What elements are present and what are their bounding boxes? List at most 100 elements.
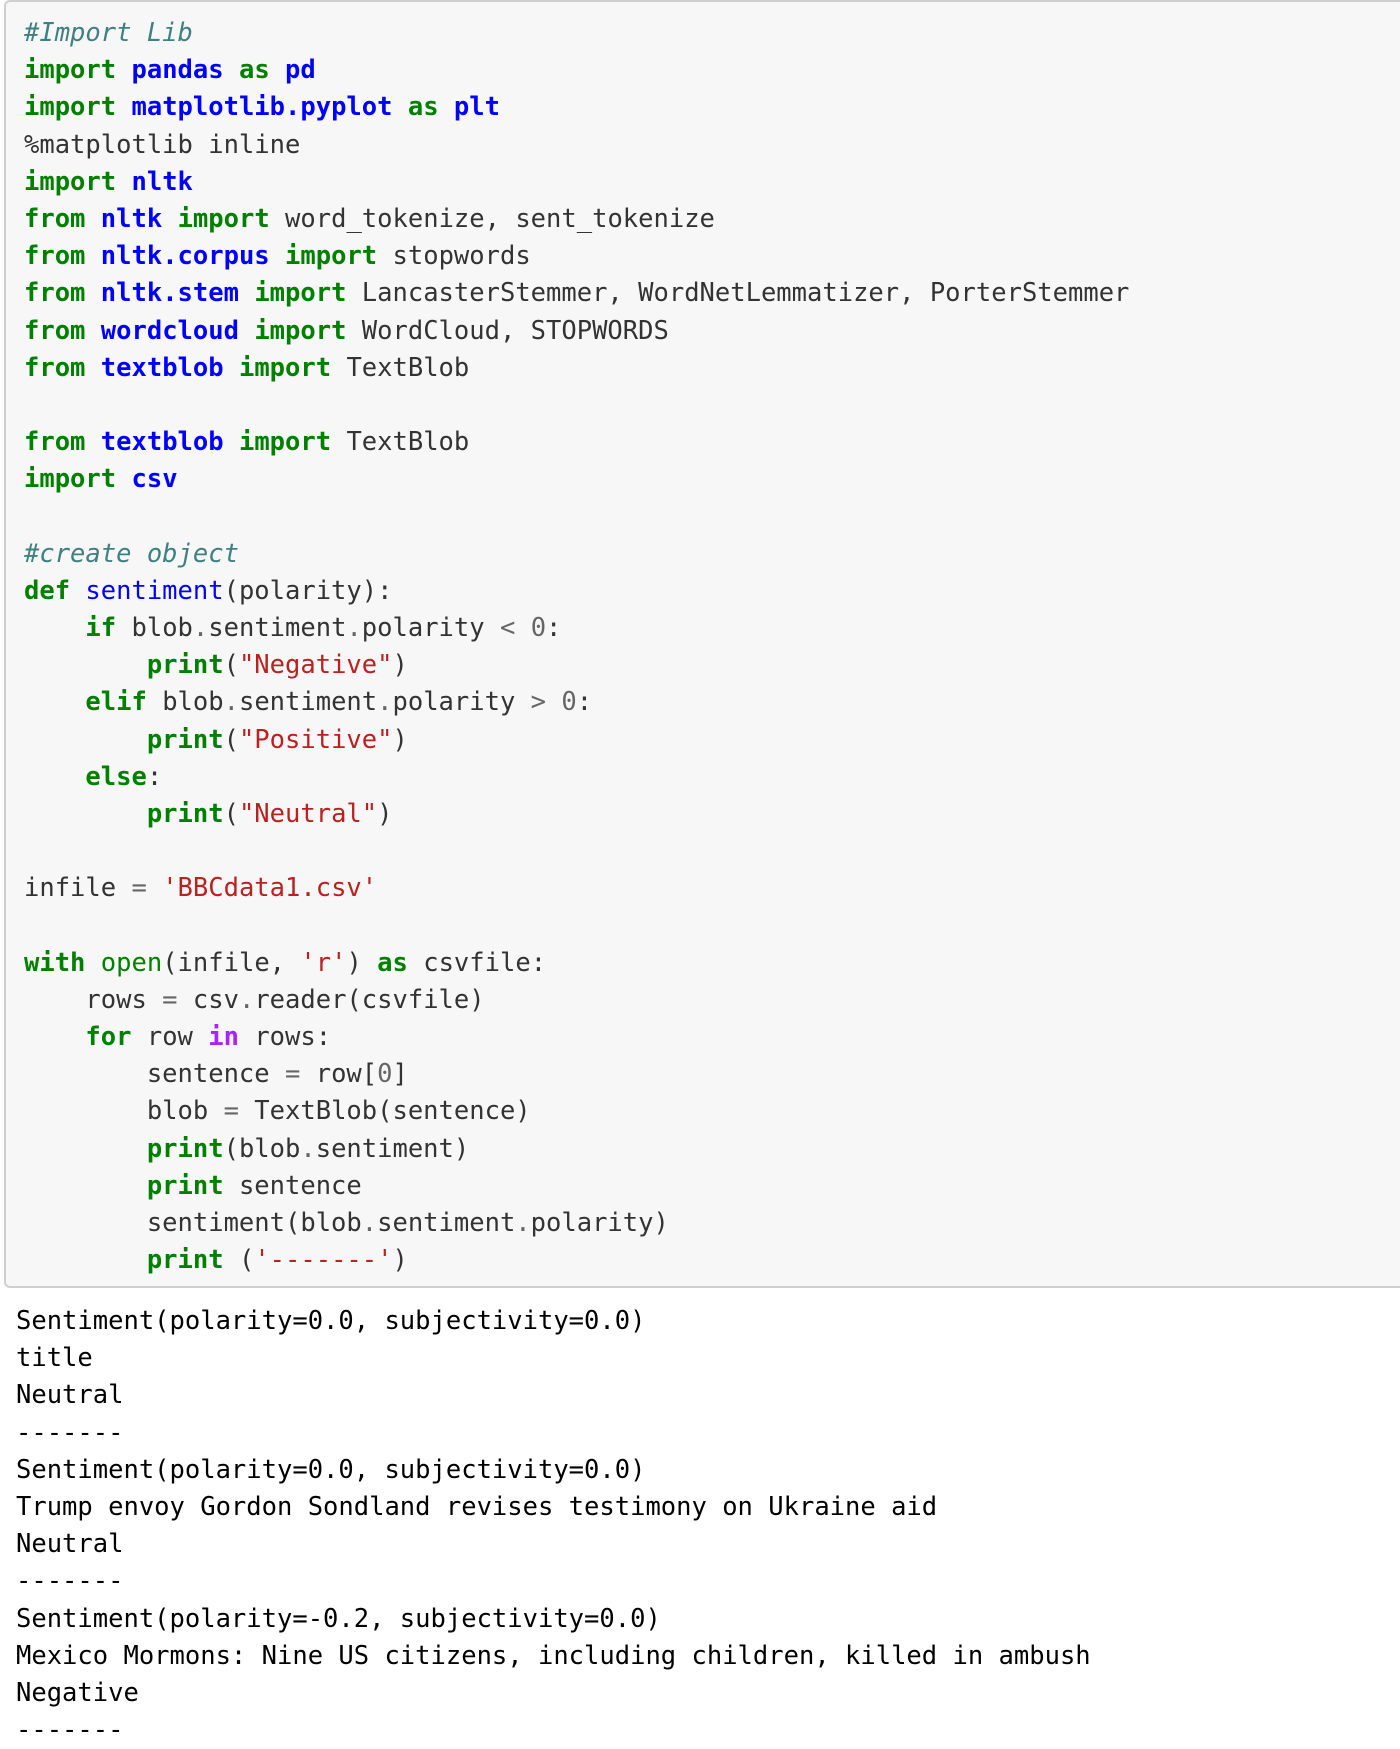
code-token: print	[146, 1170, 224, 1201]
code-token	[24, 1171, 147, 1201]
code-token: =	[131, 873, 147, 904]
code-token: from	[24, 203, 86, 234]
code-line: from textblob import TextBlob	[24, 424, 1129, 461]
code-token: sentence	[24, 1059, 285, 1090]
code-token: row[	[300, 1059, 378, 1090]
code-token: import	[238, 427, 332, 458]
code-line: from wordcloud import WordCloud, STOPWOR…	[24, 313, 1129, 350]
code-token: nltk	[131, 166, 193, 197]
code-token: plt	[453, 92, 500, 123]
code-token: import	[24, 464, 117, 495]
code-token: polarity)	[530, 1208, 669, 1238]
code-token: in	[208, 1022, 239, 1053]
code-line: #Import Lib	[24, 15, 1129, 52]
code-token: "Negative"	[238, 650, 393, 681]
output-line: Sentiment(polarity=0.0, subjectivity=0.0…	[16, 1306, 646, 1336]
code-line: else:	[24, 759, 1129, 796]
code-token	[224, 353, 239, 383]
code-token	[546, 687, 561, 717]
code-token	[24, 613, 85, 643]
code-token: (	[223, 1245, 255, 1276]
code-token	[116, 92, 131, 122]
code-token: sentence	[223, 1170, 362, 1201]
code-token: '-------'	[254, 1245, 393, 1276]
code-line	[24, 908, 1129, 945]
code-line: print(blob.sentiment)	[24, 1131, 1129, 1168]
code-token	[439, 92, 454, 122]
code-token: .	[300, 1133, 316, 1164]
code-token: print	[146, 1133, 224, 1164]
code-token: 'r'	[300, 947, 347, 978]
code-token: word_tokenize, sent_tokenize	[269, 203, 715, 234]
code-token	[116, 464, 131, 494]
code-token: blob	[24, 1096, 224, 1127]
code-token: from	[24, 427, 86, 458]
code-token: #create object	[24, 538, 239, 569]
code-token: sentiment	[85, 575, 224, 606]
code-token: from	[24, 278, 86, 309]
code-token: :	[546, 613, 562, 643]
code-token: as	[377, 947, 408, 978]
code-token: else	[85, 761, 147, 792]
code-line: infile = 'BBCdata1.csv'	[24, 870, 1129, 907]
code-line: #create object	[24, 536, 1129, 573]
code-token: TextBlob	[331, 427, 470, 458]
code-token: (infile,	[162, 947, 301, 978]
code-token: import	[254, 278, 347, 309]
code-token: if	[85, 613, 117, 643]
code-token	[85, 353, 100, 383]
code-token	[116, 55, 131, 85]
code-token: import	[285, 241, 378, 272]
output-line: title	[16, 1343, 93, 1374]
code-line: print("Positive")	[24, 722, 1129, 759]
code-token	[24, 1022, 85, 1052]
code-token: import	[238, 352, 332, 383]
code-line: for row in rows:	[24, 1019, 1129, 1056]
code-token	[24, 725, 147, 755]
code-token	[224, 427, 239, 457]
code-token: print	[146, 724, 224, 755]
code-line: import pandas as pd	[24, 52, 1129, 89]
code-token: 0	[530, 613, 547, 643]
code-token: open	[100, 947, 163, 978]
code-line: print("Neutral")	[24, 796, 1129, 833]
code-line: blob = TextBlob(sentence)	[24, 1093, 1129, 1130]
output-line: -------	[16, 1715, 124, 1746]
code-token: import	[177, 203, 270, 234]
code-token: infile	[24, 873, 132, 904]
code-token	[24, 650, 147, 680]
code-token: sentiment	[377, 1208, 516, 1238]
code-token	[24, 799, 147, 829]
output-line: -------	[16, 1566, 124, 1597]
code-line: print ('-------')	[24, 1242, 1129, 1279]
code-token: pd	[285, 55, 316, 86]
code-token	[70, 576, 85, 606]
code-token: csvfile:	[407, 947, 547, 978]
code-line: %matplotlib inline	[24, 127, 1129, 164]
code-token	[162, 204, 177, 234]
code-token: WordCloud, STOPWORDS	[346, 315, 669, 346]
code-line: from nltk.stem import LancasterStemmer, …	[24, 275, 1129, 312]
code-token: (blob	[223, 1133, 301, 1164]
output-line: Mexico Mormons: Nine US citizens, includ…	[16, 1640, 1091, 1671]
code-token: .	[361, 1208, 378, 1238]
code-token	[85, 316, 100, 346]
code-token: nltk.stem	[100, 278, 239, 309]
code-token: reader(csvfile)	[254, 984, 485, 1015]
code-token: )	[346, 947, 378, 978]
code-token: %matplotlib inline	[24, 129, 301, 160]
code-line: def sentiment(polarity):	[24, 573, 1129, 610]
code-token: blob	[116, 613, 193, 643]
code-token: )	[392, 650, 408, 681]
code-token	[270, 241, 285, 271]
code-token: TextBlob	[331, 352, 470, 383]
code-token: rows	[24, 984, 163, 1015]
code-token: matplotlib.pyplot	[131, 92, 393, 123]
code-token	[24, 1134, 147, 1164]
code-token: =	[162, 984, 178, 1015]
code-token: from	[24, 241, 86, 272]
code-token: import	[254, 315, 347, 346]
code-token	[515, 613, 530, 643]
